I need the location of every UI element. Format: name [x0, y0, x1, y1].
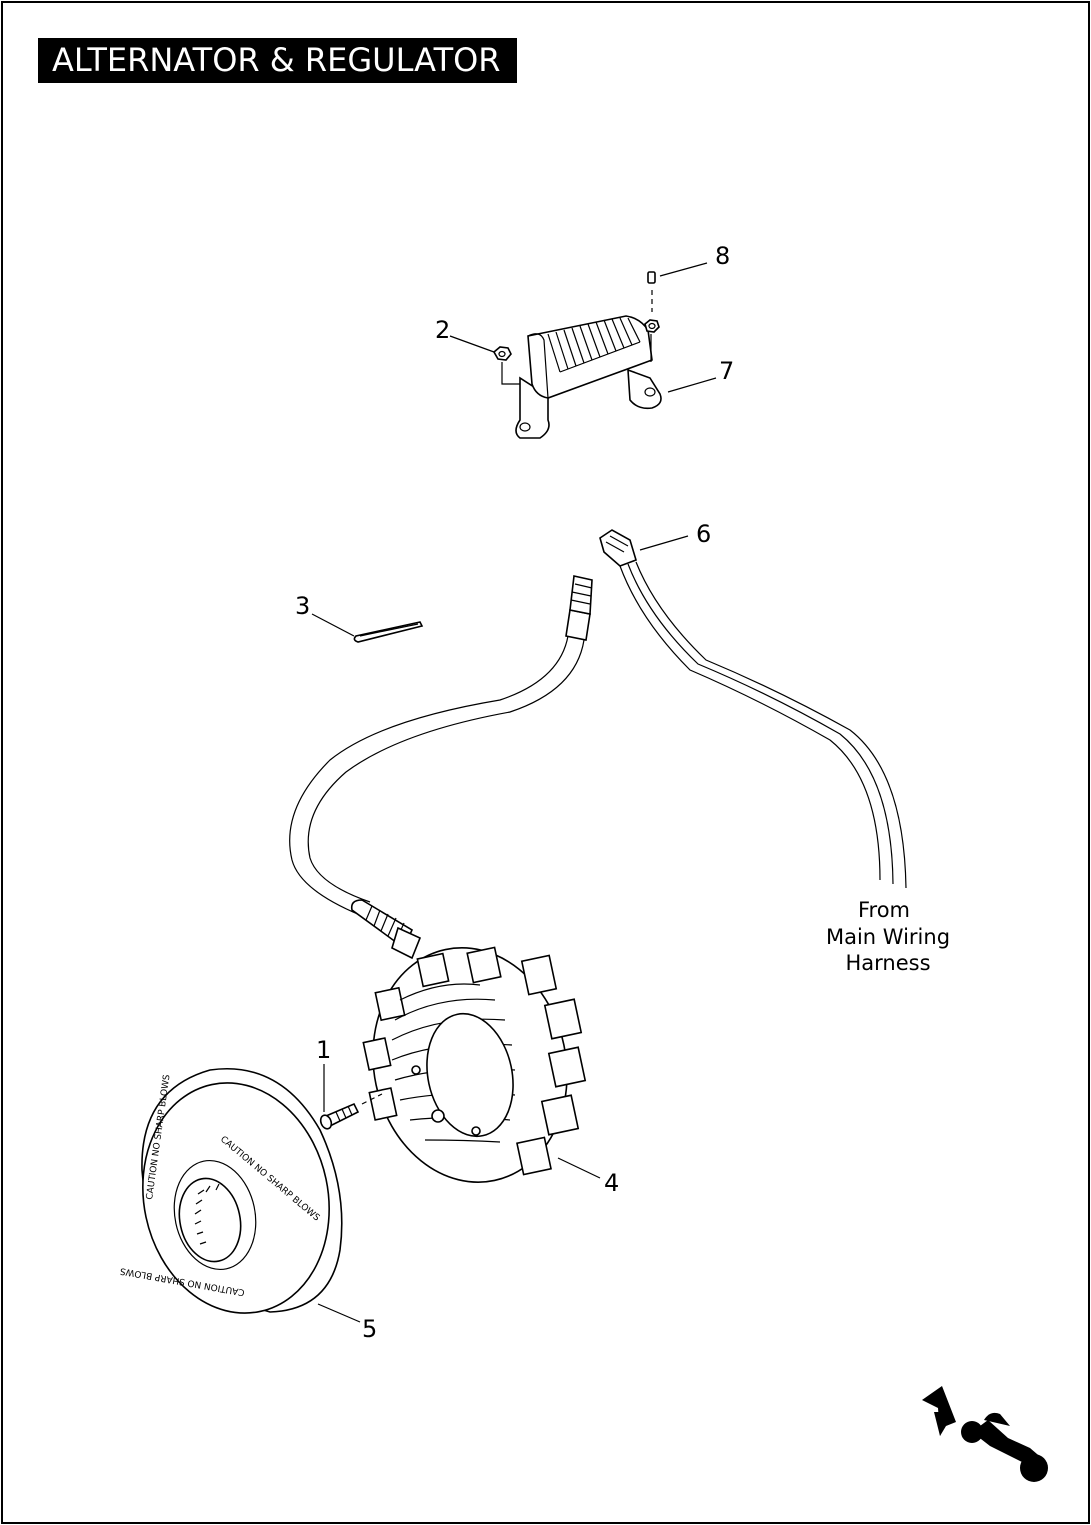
- callout-2: 2: [435, 316, 450, 344]
- harness-note-line-2: Main Wiring: [826, 925, 950, 949]
- stator-cable: [289, 575, 593, 960]
- callout-1: 1: [316, 1036, 331, 1064]
- callout-4: 4: [604, 1169, 619, 1197]
- rotor: CAUTION NO SHARP BLOWS CAUTION NO SHARP …: [119, 1068, 343, 1314]
- regulator-nut-right: [644, 319, 660, 362]
- callout-8: 8: [715, 242, 730, 270]
- voltage-regulator: [515, 315, 662, 439]
- callout-5: 5: [362, 1315, 377, 1343]
- page-title: ALTERNATOR & REGULATOR: [38, 38, 517, 83]
- harness-note-line-3: Harness: [845, 951, 930, 975]
- callout-7: 7: [719, 357, 734, 385]
- leader-lines: [311, 262, 717, 1323]
- stud-cap: [647, 271, 656, 312]
- motorcycle-front-arrow-icon: [922, 1386, 1048, 1482]
- harness-note-line-1: From: [858, 898, 910, 922]
- callout-6: 6: [696, 520, 711, 548]
- harness-connector: [599, 529, 907, 889]
- stator-screw: [319, 1093, 383, 1130]
- callout-3: 3: [295, 592, 310, 620]
- regulator-nut-left: [492, 346, 520, 385]
- cotter-pin: [353, 621, 424, 643]
- stator: [362, 946, 587, 1183]
